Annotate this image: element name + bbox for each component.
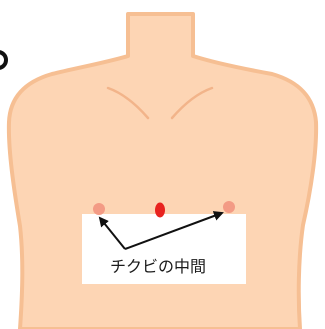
decorative-ring-icon bbox=[0, 52, 6, 68]
midpoint-marker bbox=[155, 203, 165, 218]
right-nipple bbox=[223, 201, 235, 213]
midpoint-label: チクビの中間 bbox=[110, 257, 206, 276]
left-nipple bbox=[93, 203, 105, 215]
